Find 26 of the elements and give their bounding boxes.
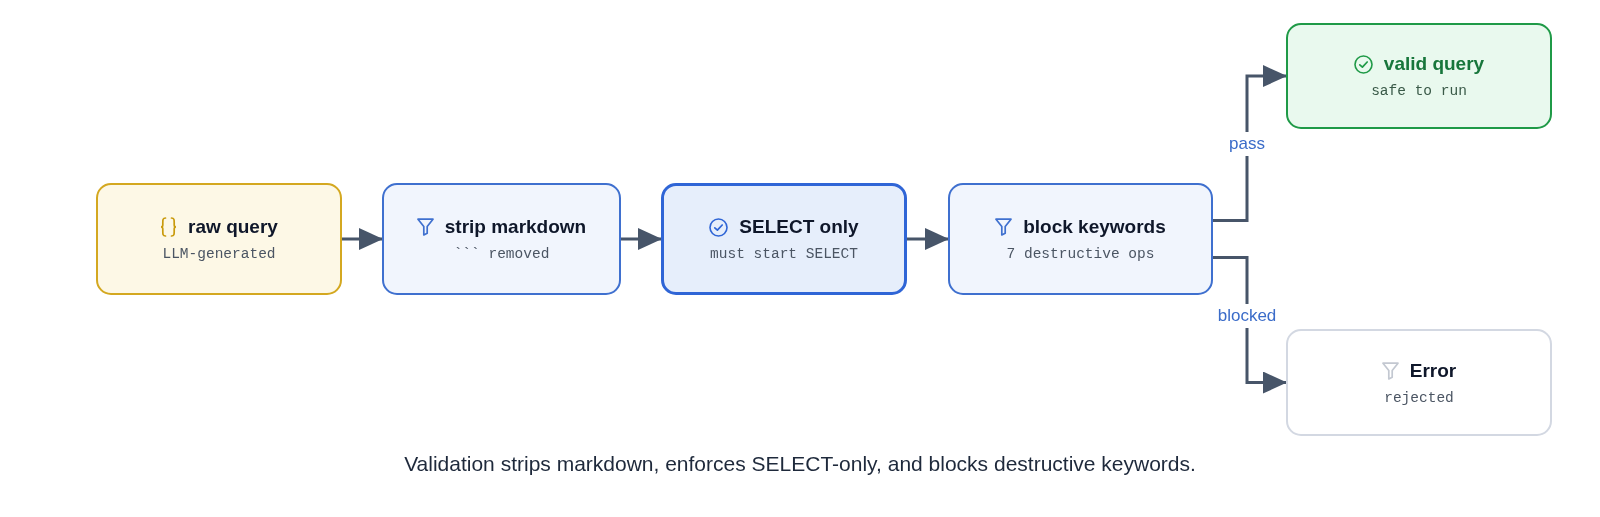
node-title: block keywords — [1023, 216, 1166, 238]
edge-label: pass — [1227, 132, 1267, 157]
node-title: raw query — [188, 216, 278, 238]
connector-arrow — [907, 228, 949, 250]
result-box — [1286, 23, 1552, 129]
process-box — [382, 183, 621, 295]
node-subtitle: must start SELECT — [710, 246, 858, 262]
node-subtitle: 7 destructive ops — [1006, 246, 1155, 262]
node-title: valid query — [1383, 53, 1485, 75]
node-title: Error — [1409, 359, 1457, 382]
result-box — [1286, 329, 1552, 436]
connector-arrow — [621, 228, 662, 250]
connector-arrow — [342, 228, 383, 250]
node-subtitle: ``` removed — [453, 246, 550, 262]
connector-arrow — [1213, 256, 1287, 394]
edge-label: blocked — [1215, 304, 1279, 328]
node-subtitle: LLM-generated — [162, 246, 276, 262]
node-subtitle: safe to run — [1371, 83, 1467, 99]
node-title: SELECT only — [739, 216, 859, 238]
process-box — [948, 183, 1213, 295]
node-title: strip markdown — [444, 216, 587, 238]
input-box — [96, 183, 342, 295]
caption: Validation strips markdown, enforces SELECT-only, and blocks destructive keywords. — [404, 452, 1196, 475]
node-subtitle: rejected — [1384, 389, 1454, 406]
process-box — [661, 183, 907, 295]
connector-arrow — [1213, 65, 1287, 222]
